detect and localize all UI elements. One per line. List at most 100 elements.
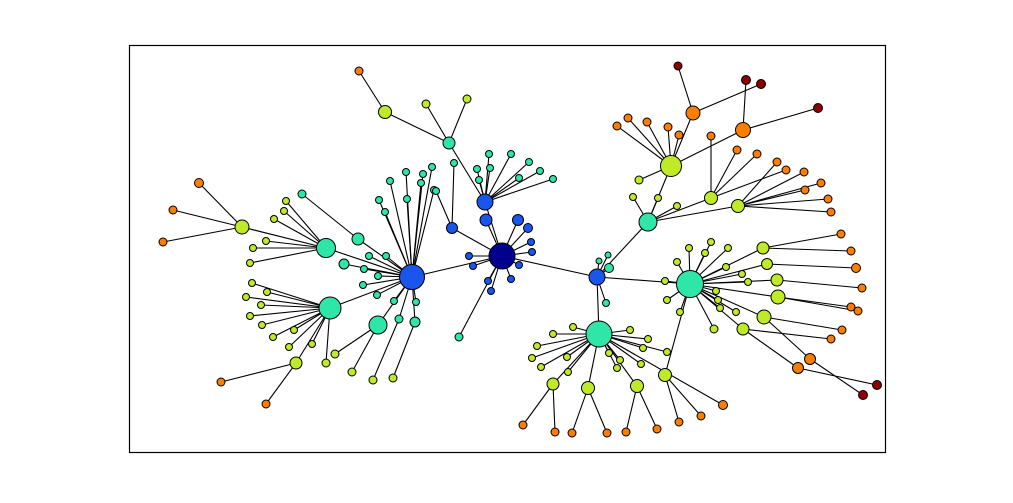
graph-node (772, 157, 782, 167)
graph-node (673, 202, 681, 210)
graph-node (297, 189, 307, 199)
graph-node (525, 158, 533, 166)
graph-edge (484, 161, 530, 203)
graph-node (676, 270, 704, 298)
graph-node (261, 399, 271, 409)
graph-node (744, 278, 752, 286)
graph-node (432, 187, 440, 195)
graph-node (446, 222, 458, 234)
graph-edge (198, 182, 243, 228)
graph-edge (522, 383, 554, 426)
graph-edge (260, 304, 331, 309)
graph-node (549, 330, 557, 338)
graph-node (857, 283, 867, 293)
graph-node (465, 252, 473, 260)
graph-node (588, 268, 606, 286)
graph-node (515, 174, 523, 182)
graph-edge (742, 107, 819, 131)
graph-node (512, 214, 524, 226)
graph-edge (762, 233, 842, 249)
graph-node (381, 208, 389, 216)
graph-node (390, 297, 398, 305)
graph-node (612, 121, 622, 131)
graph-node (428, 163, 436, 171)
graph-edge (710, 149, 738, 199)
graph-node (248, 279, 256, 287)
graph-edge (664, 374, 680, 423)
graph-edge (710, 169, 787, 199)
graph-edge (625, 385, 638, 433)
graph-node (800, 185, 810, 195)
graph-node (487, 287, 495, 295)
graph-node (289, 356, 303, 370)
graph-node (246, 259, 254, 267)
graph-node (158, 237, 168, 247)
graph-node (316, 238, 336, 258)
graph-node (368, 315, 388, 335)
graph-edge (435, 190, 453, 229)
graph-node (685, 105, 701, 121)
graph-edge (451, 162, 455, 229)
graph-node (382, 252, 390, 260)
graph-node (846, 302, 856, 312)
graph-node (308, 340, 316, 348)
graph-node (741, 75, 751, 85)
graph-node (674, 130, 684, 140)
graph-node (851, 263, 861, 273)
graph-edge (664, 283, 691, 376)
graph-edge (742, 328, 832, 340)
graph-node (585, 320, 613, 348)
graph-edge (647, 205, 739, 223)
graph-edge (689, 279, 778, 285)
graph-node (374, 272, 382, 280)
graph-edge (172, 209, 243, 228)
graph-edge (220, 362, 297, 383)
graph-edge (301, 193, 359, 240)
graph-node (290, 326, 298, 334)
graph-edge (587, 387, 608, 434)
graph-node (823, 194, 833, 204)
graph-node (419, 170, 427, 178)
graph-node (605, 349, 613, 357)
graph-edge (411, 182, 422, 278)
graph-node (813, 103, 823, 113)
graph-node (816, 178, 826, 188)
graph-node (731, 199, 745, 213)
graph-edge (763, 316, 811, 360)
graph-edge (689, 283, 779, 298)
graph-node (654, 194, 662, 202)
graph-node (280, 207, 288, 215)
graph-edge (737, 161, 778, 207)
graph-node (412, 298, 420, 306)
graph-node (242, 293, 250, 301)
graph-node (484, 277, 492, 285)
graph-node (604, 263, 614, 273)
graph-edge (777, 296, 859, 312)
graph-edge (265, 362, 297, 405)
graph-edge (616, 125, 672, 167)
graph-node (724, 244, 732, 252)
graph-node (523, 223, 533, 233)
graph-edge (358, 70, 386, 113)
graph-node (613, 364, 621, 372)
graph-node (194, 178, 204, 188)
graph-node (872, 380, 882, 390)
graph-node (836, 229, 846, 239)
graph-node (507, 275, 515, 283)
graph-edge (162, 226, 243, 243)
graph-edge (265, 240, 327, 249)
graph-edge (762, 247, 852, 252)
graph-node (475, 176, 483, 184)
graph-edge (552, 383, 556, 433)
graph-edge (737, 171, 805, 207)
graph-node (527, 238, 535, 246)
graph-node (388, 373, 398, 383)
graph-node (537, 363, 545, 371)
graph-node (442, 136, 456, 150)
graph-edge (448, 98, 468, 144)
graph-node (673, 61, 683, 71)
graph-edge (448, 142, 486, 203)
graph-edge (285, 200, 327, 249)
